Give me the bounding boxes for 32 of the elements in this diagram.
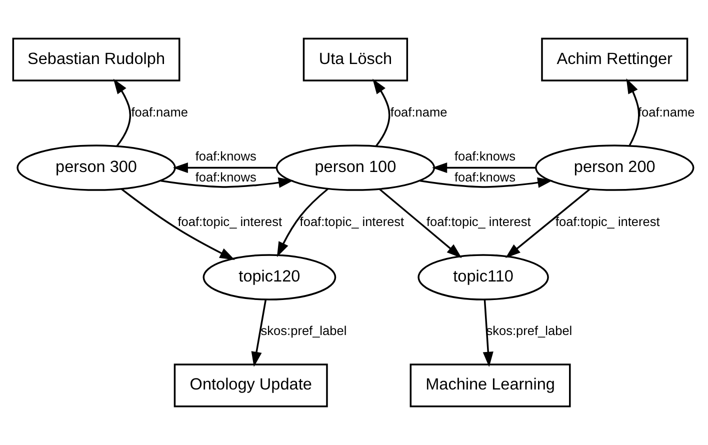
edge-label: foaf:knows xyxy=(454,148,516,164)
arrow xyxy=(420,177,553,188)
arrow xyxy=(378,188,462,258)
arrow xyxy=(172,162,276,174)
arrow xyxy=(626,78,640,146)
node-box: Achim Rettinger xyxy=(541,38,688,82)
edge-label: foaf:topic_ interest xyxy=(426,214,531,229)
arrow xyxy=(482,300,494,367)
node-ellipse: topic120 xyxy=(202,254,336,300)
edge-label: foaf:topic_ interest xyxy=(178,214,282,229)
edge-label: foaf:topic_ interest xyxy=(300,214,404,229)
arrow xyxy=(505,188,590,258)
edge-label: foaf:name xyxy=(390,104,448,120)
node-box: Machine Learning xyxy=(410,364,571,408)
arrow xyxy=(160,177,294,188)
arrow xyxy=(121,188,235,260)
arrow xyxy=(372,78,390,147)
edge-label: foaf:topic_ interest xyxy=(556,214,660,229)
arrow xyxy=(432,162,536,174)
arrow xyxy=(276,188,329,258)
edge-label: skos:pref_label xyxy=(260,323,347,338)
edge-label: foaf:knows xyxy=(195,169,256,184)
node-box: Ontology Update xyxy=(174,364,328,408)
node-box: Sebastian Rudolph xyxy=(12,38,180,82)
node-ellipse: topic110 xyxy=(418,254,549,300)
arrow xyxy=(251,300,267,367)
edge-label: foaf:name xyxy=(131,104,188,120)
node-box: Uta Lösch xyxy=(302,38,408,82)
edge-label: foaf:knows xyxy=(454,169,516,184)
arrow xyxy=(113,78,131,147)
node-ellipse: person 300 xyxy=(16,144,176,191)
edge-label: foaf:knows xyxy=(195,148,256,164)
